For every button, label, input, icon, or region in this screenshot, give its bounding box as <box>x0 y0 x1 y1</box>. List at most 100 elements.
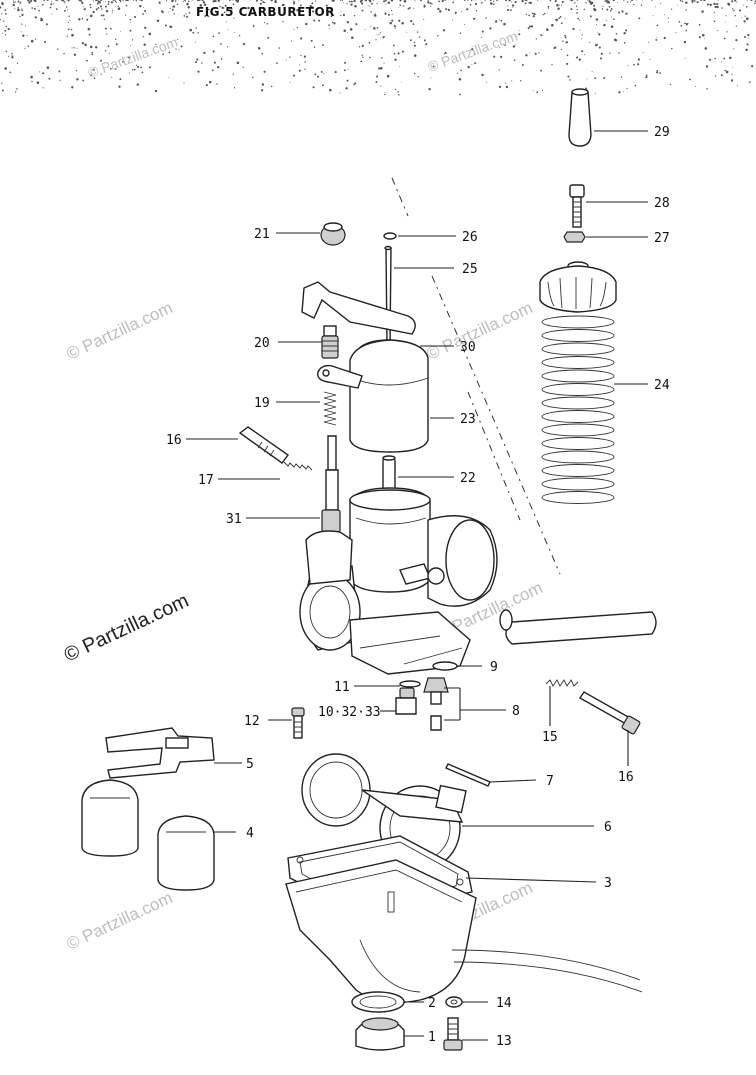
speckle-dot <box>270 85 273 88</box>
speckle-dot <box>87 27 91 31</box>
speckle-dot <box>656 24 659 27</box>
speckle-dot <box>1 89 4 92</box>
speckle-dot <box>576 8 578 11</box>
speckle-dot <box>313 19 316 22</box>
speckle-dot <box>107 3 110 6</box>
speckle-dot <box>95 8 98 11</box>
speckle-dot <box>611 16 613 18</box>
speckle-dot <box>559 16 562 18</box>
speckle-dot <box>413 41 416 44</box>
speckle-dot <box>89 3 91 6</box>
speckle-dot <box>66 35 69 37</box>
part-16-screw-left <box>238 426 289 464</box>
speckle-dot <box>576 0 579 1</box>
speckle-dot <box>726 31 728 33</box>
speckle-dot <box>135 64 138 67</box>
watermark-7: © Partzilla.com <box>64 888 176 954</box>
speckle-dot <box>701 10 704 13</box>
speckle-dot <box>499 19 501 21</box>
speckle-dot <box>118 85 121 88</box>
callout-16-right: 16 <box>618 770 634 785</box>
speckle-dot <box>216 83 218 85</box>
speckle-dot <box>439 10 442 13</box>
speckle-dot <box>399 0 402 2</box>
speckle-dot <box>139 4 142 8</box>
speckle-dot <box>369 0 372 2</box>
speckle-dot <box>168 77 170 78</box>
speckle-dot <box>739 9 742 12</box>
speckle-dot <box>19 15 21 18</box>
speckle-dot <box>45 23 48 26</box>
speckle-dot <box>236 0 239 3</box>
speckle-dot <box>581 34 583 36</box>
speckle-dot <box>65 6 68 8</box>
speckle-dot <box>496 0 498 2</box>
speckle-dot <box>238 35 241 37</box>
speckle-dot <box>368 5 370 7</box>
speckle-dot <box>129 45 132 47</box>
speckle-dot <box>232 0 234 1</box>
speckle-dot <box>581 50 584 53</box>
speckle-dot <box>201 62 203 64</box>
part-8-jets <box>423 677 449 731</box>
watermark-4: © Partzilla.com <box>424 298 536 364</box>
speckle-dot <box>264 1 266 4</box>
speckle-dot <box>623 91 624 93</box>
speckle-dot <box>43 0 46 1</box>
speckle-dot <box>17 7 19 9</box>
speckle-dot <box>432 65 435 68</box>
speckle-dot <box>393 44 395 47</box>
speckle-dot <box>387 1 391 5</box>
speckle-dot <box>361 54 363 56</box>
speckle-dot <box>311 10 315 13</box>
speckle-dot <box>696 1 699 4</box>
speckle-dot <box>21 8 23 10</box>
speckle-dot <box>703 0 706 2</box>
speckle-dot <box>205 84 208 87</box>
speckle-dot <box>361 9 364 12</box>
speckle-dot <box>560 48 563 51</box>
speckle-dot <box>684 57 686 59</box>
speckle-dot <box>172 6 174 8</box>
spring-coil-turn <box>541 383 615 396</box>
speckle-dot <box>521 64 524 66</box>
speckle-dot <box>203 3 207 7</box>
part-14-washer <box>445 996 463 1008</box>
speckle-dot <box>300 37 303 40</box>
speckle-dot <box>603 76 606 80</box>
speckle-dot <box>202 1 206 4</box>
speckle-dot <box>363 0 366 1</box>
speckle-dot <box>621 10 624 13</box>
speckle-dot <box>30 39 34 43</box>
speckle-dot <box>242 42 246 46</box>
speckle-dot <box>129 22 131 24</box>
speckle-dot <box>382 36 385 39</box>
speckle-dot <box>566 62 569 65</box>
speckle-dot <box>481 73 484 77</box>
speckle-dot <box>511 1 513 3</box>
speckle-dot <box>247 6 250 10</box>
speckle-dot <box>142 36 144 38</box>
speckle-dot <box>232 3 235 6</box>
speckle-dot <box>303 55 307 58</box>
speckle-dot <box>120 0 122 3</box>
speckle-dot <box>217 66 220 69</box>
speckle-dot <box>410 39 412 42</box>
part-28-cable-adjuster <box>569 184 585 228</box>
speckle-dot <box>705 65 709 68</box>
speckle-dot <box>493 55 496 58</box>
speckle-dot <box>263 70 266 73</box>
speckle-dot <box>354 5 357 8</box>
speckle-dot <box>46 0 49 2</box>
speckle-dot <box>91 53 93 55</box>
speckle-dot <box>636 0 638 1</box>
speckle-dot <box>417 75 419 78</box>
speckle-dot <box>507 5 509 7</box>
speckle-dot <box>339 92 341 94</box>
speckle-dot <box>620 76 623 78</box>
speckle-dot <box>725 70 729 74</box>
speckle-dot <box>741 16 743 18</box>
speckle-dot <box>188 11 191 14</box>
speckle-dot <box>744 36 746 38</box>
speckle-dot <box>11 53 13 55</box>
